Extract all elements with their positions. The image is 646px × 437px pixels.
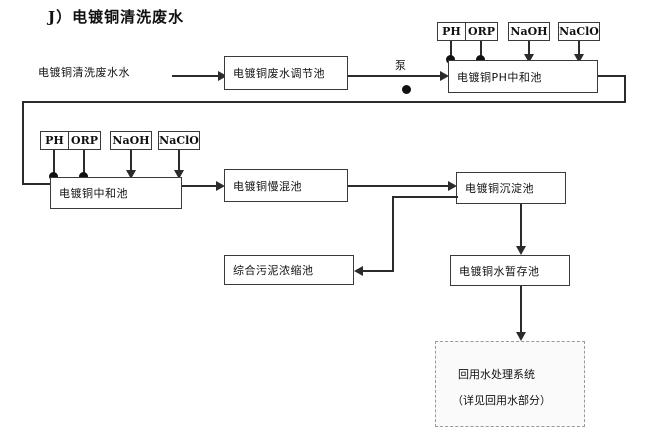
process-box-neutral-label: 电镀铜中和池: [59, 187, 128, 200]
dosing-naoh-top[interactable]: NaOH: [508, 22, 550, 41]
process-box-equalization-label: 电镀铜废水调节池: [233, 67, 325, 80]
sensor-orp-mid-dot: [79, 172, 88, 181]
sensor-ph-top[interactable]: PH: [437, 22, 466, 41]
sensor-ph-mid-dot: [49, 172, 58, 181]
sensor-orp-mid-label: ORP: [71, 134, 98, 147]
sensor-ph-top-dot: [446, 55, 455, 64]
process-box-ph-neutral[interactable]: 电镀铜PH中和池: [448, 60, 598, 93]
dosing-naclo-top-arrow: [574, 54, 584, 63]
process-box-neutral[interactable]: 电镀铜中和池: [50, 177, 182, 209]
dosing-naclo-top-label: NaClO: [559, 25, 599, 38]
dosing-naoh-top-stem: [528, 41, 530, 56]
recycle-line-into-neutral: [22, 183, 58, 185]
neutral-to-slowmix-line: [182, 185, 218, 187]
sensor-orp-top-stem: [480, 41, 482, 59]
pump-arrow-head: [440, 71, 449, 81]
dosing-naclo-mid-arrow: [174, 170, 184, 179]
sensor-orp-top[interactable]: ORP: [465, 22, 498, 41]
process-box-sludge[interactable]: 综合污泥浓缩池: [224, 255, 354, 285]
sludge-arrow-head: [354, 266, 363, 276]
sensor-orp-mid[interactable]: ORP: [68, 131, 101, 150]
pump-line: [348, 75, 444, 77]
slowmix-to-sediment-arrow: [448, 181, 457, 191]
dosing-naclo-top[interactable]: NaClO: [558, 22, 600, 41]
sensor-orp-top-dot: [476, 55, 485, 64]
process-box-storage-label: 电镀铜水暂存池: [459, 264, 540, 278]
inlet-arrow-head: [218, 71, 227, 81]
reuse-water-system-line1: 回用水处理系统: [458, 368, 535, 381]
process-box-equalization[interactable]: 电镀铜废水调节池: [224, 56, 348, 90]
dosing-naoh-mid-arrow: [126, 170, 136, 179]
sensor-ph-mid-stem: [53, 150, 55, 176]
sludge-line-h-bottom: [362, 270, 394, 272]
storage-to-reuse-arrow: [516, 332, 526, 341]
inlet-arrow-line: [172, 75, 220, 77]
sediment-to-storage-line: [520, 204, 522, 248]
sludge-line-v: [392, 196, 394, 272]
sensor-orp-mid-stem: [83, 150, 85, 176]
sensor-ph-mid[interactable]: PH: [40, 131, 69, 150]
sensor-orp-top-label: ORP: [468, 25, 495, 38]
ph-neutral-out-line-h: [598, 75, 626, 77]
sediment-to-storage-arrow: [516, 246, 526, 255]
dosing-naoh-mid[interactable]: NaOH: [110, 131, 152, 150]
process-box-slow-mix-label: 电镀铜慢混池: [233, 179, 302, 193]
dosing-naclo-mid-label: NaClO: [159, 134, 199, 147]
sensor-ph-top-stem: [450, 41, 452, 59]
pump-node-dot: [402, 85, 411, 94]
sensor-ph-mid-label: PH: [45, 134, 64, 147]
ph-neutral-out-line-v: [624, 75, 626, 103]
storage-to-reuse-line: [520, 286, 522, 334]
process-box-sediment[interactable]: 电镀铜沉淀池: [456, 172, 566, 204]
neutral-to-slowmix-arrow: [216, 181, 225, 191]
process-box-sediment-label: 电镀铜沉淀池: [465, 182, 534, 195]
sensor-ph-top-label: PH: [442, 25, 461, 38]
process-box-sludge-label: 综合污泥浓缩池: [233, 264, 314, 277]
process-box-ph-neutral-label: 电镀铜PH中和池: [457, 70, 542, 84]
dosing-naclo-mid[interactable]: NaClO: [158, 131, 200, 150]
dosing-naoh-top-label: NaOH: [510, 25, 548, 38]
recycle-line-h: [22, 101, 626, 103]
dosing-naclo-top-stem: [578, 41, 580, 56]
reuse-water-system-box[interactable]: 回用水处理系统 （详见回用水部分）: [435, 341, 585, 427]
dosing-naoh-mid-stem: [130, 150, 132, 172]
reuse-water-system-line2: （详见回用水部分）: [452, 394, 551, 407]
process-box-slow-mix[interactable]: 电镀铜慢混池: [224, 169, 348, 202]
pump-label: 泵: [395, 59, 407, 72]
process-box-storage[interactable]: 电镀铜水暂存池: [450, 255, 570, 286]
recycle-line-v: [22, 101, 24, 185]
dosing-naoh-top-arrow: [524, 54, 534, 63]
sludge-line-h-top: [392, 196, 458, 198]
page-title: J）电镀铜清洗废水: [48, 8, 185, 26]
inlet-label: 电镀铜清洗废水水: [38, 66, 130, 79]
dosing-naclo-mid-stem: [178, 150, 180, 172]
dosing-naoh-mid-label: NaOH: [112, 134, 150, 147]
slowmix-to-sediment-line: [348, 185, 452, 187]
